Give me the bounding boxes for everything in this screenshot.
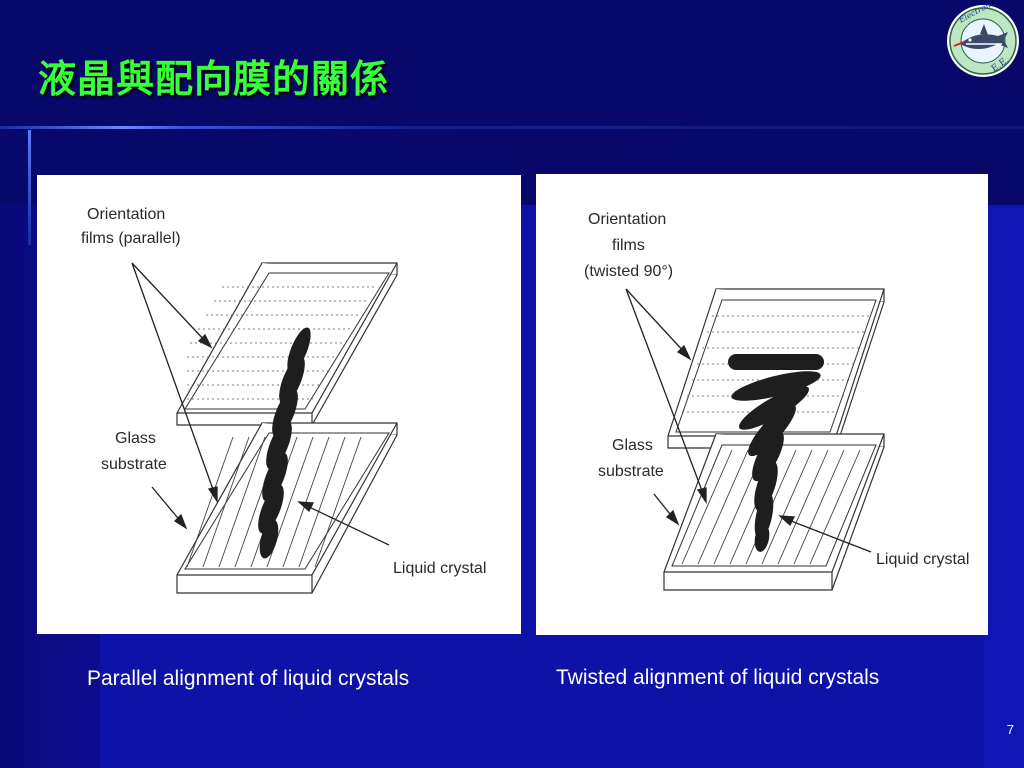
parallel-alignment-diagram: Orientation films (parallel) Glass subst…	[81, 206, 486, 594]
shark-emblem-icon: Electronic E.E.	[947, 4, 1019, 77]
title-underline	[0, 126, 1024, 129]
films-label-line1: Orientation	[87, 206, 165, 223]
liquid-crystal-label: Liquid crystal	[876, 551, 969, 568]
caption-parallel: Parallel alignment of liquid crystals	[87, 667, 410, 690]
glass-label-line1: Glass	[115, 430, 156, 447]
films-label-line2: films	[612, 237, 645, 254]
accent-vertical-line	[28, 130, 31, 245]
films-label-line3: (twisted 90°)	[584, 263, 673, 280]
films-label-line1: Orientation	[588, 211, 666, 228]
slide-background-top	[0, 0, 1024, 205]
twisted-alignment-figure: Orientation films (twisted 90°) Glass su…	[536, 174, 988, 635]
liquid-crystal-label: Liquid crystal	[393, 560, 486, 577]
page-number: 7	[1006, 722, 1014, 737]
glass-label-line2: substrate	[101, 456, 167, 473]
slide-title: 液晶與配向膜的關係	[38, 57, 390, 101]
glass-label-line2: substrate	[598, 463, 664, 480]
twisted-alignment-diagram: Orientation films (twisted 90°) Glass su…	[584, 211, 969, 591]
films-label-line2: films (parallel)	[81, 230, 181, 247]
caption-twisted: Twisted alignment of liquid crystals	[556, 666, 880, 689]
parallel-alignment-figure: Orientation films (parallel) Glass subst…	[37, 175, 521, 634]
glass-label-line1: Glass	[612, 437, 653, 454]
